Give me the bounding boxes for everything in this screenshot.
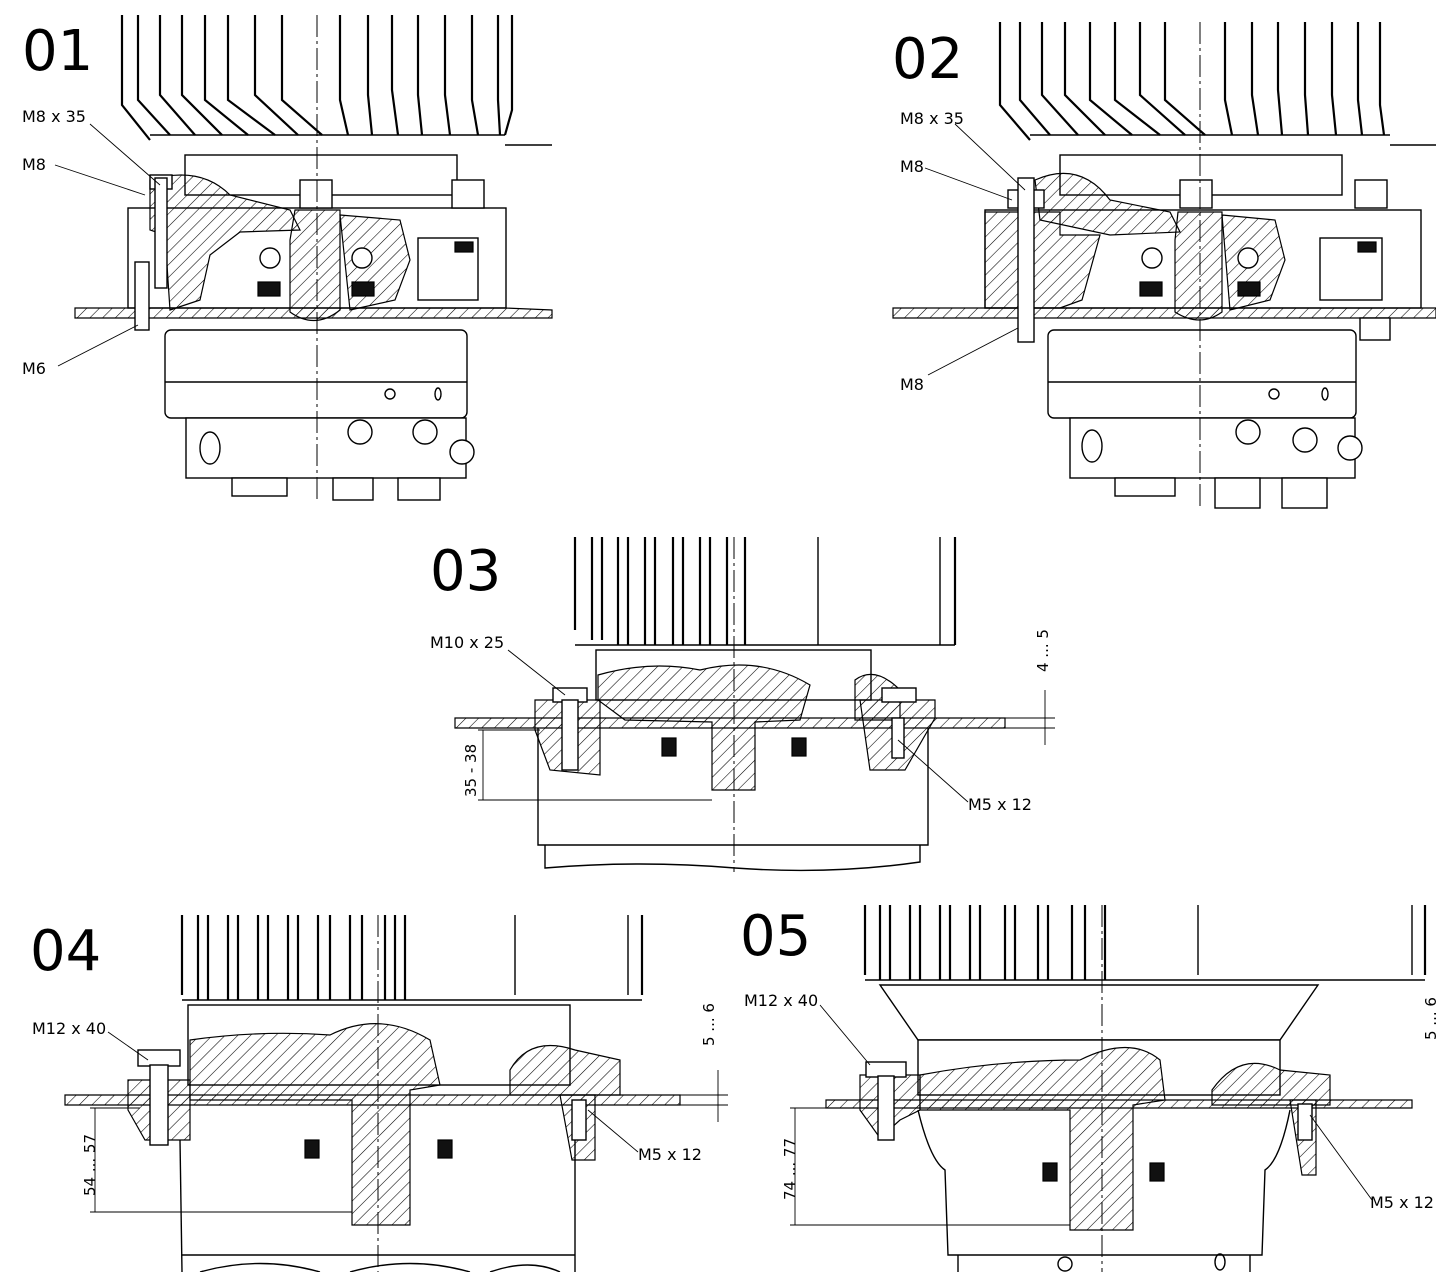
- figure-02-number: 02: [892, 27, 963, 92]
- figure-03-label-bolt: M10 x 25: [430, 633, 504, 652]
- figure-02-top-nut-right: [1354, 179, 1388, 209]
- figure-05-number: 05: [740, 904, 811, 969]
- figure-03-motor-fins: [573, 537, 957, 646]
- figure-02-label-bolt-lower: M8: [900, 375, 924, 394]
- figure-02-lower-housing: [1047, 329, 1357, 419]
- figure-01-label-pin: M6: [22, 359, 46, 378]
- figure-05-label-screw: M5 x 12: [1370, 1193, 1434, 1212]
- figure-01-connector-b: [332, 477, 374, 501]
- figure-02-section-left: [1034, 172, 1181, 236]
- figure-03-bolt-m10x25: [561, 699, 579, 771]
- figure-02: 02: [892, 22, 1436, 509]
- figure-01-bearing-left: [259, 247, 281, 269]
- figure-04-screw-m5x12: [571, 1099, 587, 1141]
- figure-02-connector-b: [1214, 477, 1261, 509]
- figure-05-screw-m5x12: [1297, 1103, 1313, 1141]
- figure-01-bolt-m6: [134, 261, 150, 331]
- figure-01-motor-fins: [120, 15, 552, 146]
- figure-02-connector-c: [1281, 477, 1328, 509]
- figure-01: 01: [22, 15, 553, 502]
- figure-04-shaft-section: [189, 1023, 441, 1226]
- figure-03-seal-right: [791, 737, 807, 757]
- figure-05-adapter-cone: [878, 984, 1320, 1041]
- figure-05-seal-right: [1149, 1162, 1165, 1182]
- figure-03-dimension-gap: 4 ... 5: [1034, 629, 1052, 672]
- figure-04: 04: [30, 915, 728, 1272]
- figure-04-dimension-depth: 54 ... 57: [81, 1134, 99, 1196]
- figure-04-number: 04: [30, 919, 101, 984]
- figure-05-mounting-plate: [825, 1099, 1413, 1109]
- figure-01-bearing-right: [351, 247, 373, 269]
- figure-04-bolt-m12x40: [149, 1064, 169, 1146]
- figure-02-bearing-left: [1141, 247, 1163, 269]
- figure-02-connector-a: [1114, 477, 1176, 497]
- figure-01-nameplate-logo: [454, 241, 474, 253]
- figure-05-shaft-section: [919, 1046, 1166, 1231]
- figure-02-bearing-right: [1237, 247, 1259, 269]
- figure-01-connector-c: [397, 477, 441, 501]
- figure-03-seal-left: [661, 737, 677, 757]
- figure-02-foot: [1359, 317, 1391, 341]
- figure-05-bolt-head-m12x40: [865, 1061, 907, 1078]
- figure-05-dimension-depth: 74 ... 77: [781, 1138, 799, 1200]
- figure-04-motor-fins: [180, 915, 644, 1001]
- figure-05-label-bolt: M12 x 40: [744, 991, 818, 1010]
- figure-02-shaft-section: [1174, 211, 1223, 321]
- figure-05-bolt-m12x40: [877, 1075, 895, 1141]
- figure-01-label-bolt: M8 x 35: [22, 107, 86, 126]
- figure-01-lower-housing: [164, 329, 468, 419]
- figure-01-label-nut: M8: [22, 155, 46, 174]
- figure-02-top-nut-left: [1179, 179, 1213, 209]
- figure-02-mounting-plate: [892, 307, 1436, 319]
- figure-01-section-left: [149, 174, 301, 311]
- figure-03-screw-m5x12: [891, 717, 905, 759]
- figure-04-label-screw: M5 x 12: [638, 1145, 702, 1164]
- figure-02-seal-right: [1237, 281, 1261, 297]
- figure-04-section-right: [509, 1044, 621, 1096]
- figure-05: 05: [740, 904, 1436, 1272]
- figure-04-dimension-gap: 5 ... 6: [700, 1003, 718, 1046]
- figure-04-seal-right: [437, 1139, 453, 1159]
- figure-01-top-nut-right: [451, 179, 485, 209]
- figure-02-motor-fins: [998, 22, 1436, 146]
- figure-02-label-nut: M8: [900, 157, 924, 176]
- figure-05-seal-left: [1042, 1162, 1058, 1182]
- figure-05-dimension-gap: 5 ... 6: [1422, 997, 1436, 1040]
- figure-02-nameplate-logo: [1357, 241, 1377, 253]
- figure-01-bolt-m8x35: [154, 177, 168, 289]
- figure-01-top-nut-left: [299, 179, 333, 209]
- figure-03-dimension-depth: 35 - 38: [462, 744, 480, 797]
- figure-01-seal-left: [257, 281, 281, 297]
- figure-02-label-bolt: M8 x 35: [900, 109, 964, 128]
- figure-03-bolt-head-right: [881, 687, 917, 703]
- figure-03-shaft-section: [597, 664, 811, 791]
- figure-01-number: 01: [22, 19, 93, 84]
- figure-04-seal-left: [304, 1139, 320, 1159]
- figure-05-motor-fins: [863, 905, 1427, 981]
- figure-01-shaft-section: [289, 209, 341, 322]
- figure-01-seal-right: [351, 281, 375, 297]
- figure-04-bolt-head-m12x40: [137, 1049, 181, 1067]
- figure-03: 03: [430, 537, 1055, 872]
- figure-05-section-right: [1211, 1062, 1331, 1106]
- figure-02-seal-left: [1139, 281, 1163, 297]
- figure-02-bolt-m8x35: [1017, 177, 1035, 343]
- figure-03-label-screw: M5 x 12: [968, 795, 1032, 814]
- figure-01-connector-a: [231, 477, 288, 497]
- figure-01-mounting-plate: [74, 307, 553, 319]
- figure-04-label-bolt: M12 x 40: [32, 1019, 106, 1038]
- figure-03-number: 03: [430, 539, 501, 604]
